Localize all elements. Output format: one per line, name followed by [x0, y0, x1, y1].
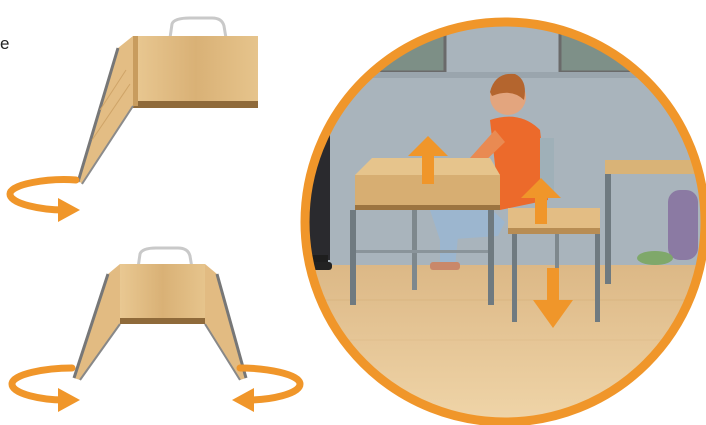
desk-folding-leaf: [78, 36, 133, 184]
floor: [300, 265, 706, 425]
rotate-arrow-icon: [12, 368, 80, 412]
desk-single-fold: [78, 18, 258, 184]
desk-handle: [170, 18, 226, 38]
desk-top-panel: [133, 36, 258, 106]
desk-top-panel: [120, 264, 205, 322]
classroom-scene: [300, 20, 706, 425]
desk-right-leaf: [205, 264, 246, 380]
desk-left-leaf: [74, 264, 120, 380]
desk-double-fold: [74, 248, 246, 380]
rotate-arrow-icon: [10, 180, 80, 222]
